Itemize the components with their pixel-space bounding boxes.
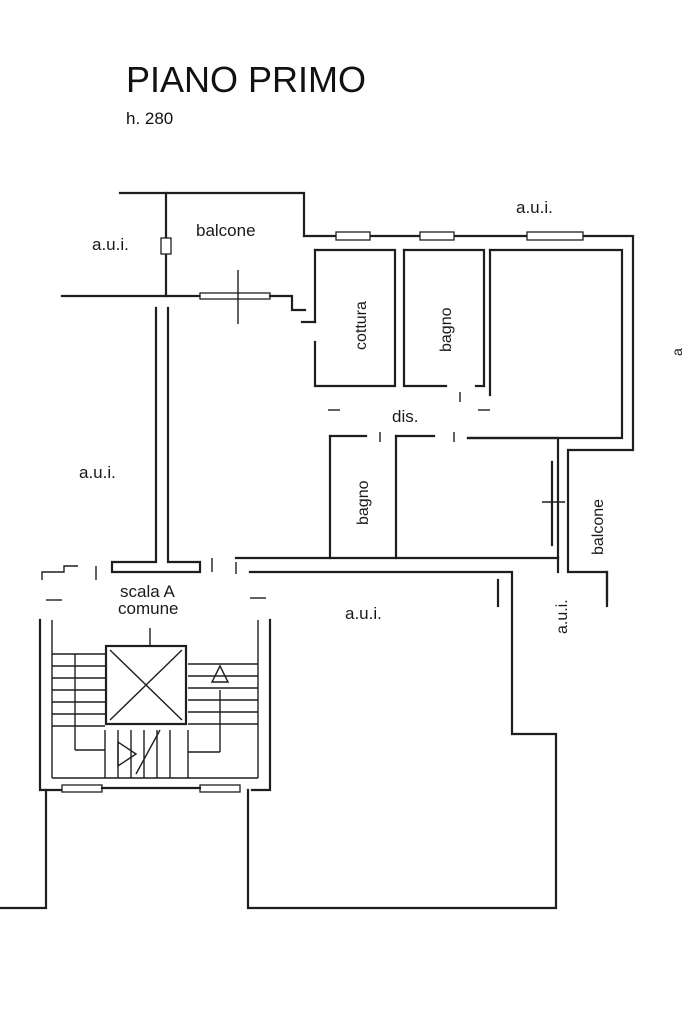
- label-aui-right-vertical: a.u.i.: [554, 599, 571, 634]
- label-aui-left: a.u.i.: [79, 463, 116, 482]
- label-aui-center: a.u.i.: [345, 604, 382, 623]
- label-dis: dis.: [392, 407, 418, 426]
- label-balcone-top: balcone: [196, 221, 256, 240]
- label-aui-top-right: a.u.i.: [516, 198, 553, 217]
- label-bagno-lower: bagno: [355, 480, 372, 525]
- plan-title: PIANO PRIMO: [126, 59, 366, 100]
- left-corridor: [41, 306, 266, 601]
- label-cottura: cottura: [353, 301, 370, 350]
- label-balcone-right: balcone: [590, 499, 607, 555]
- label-scala-line2: comune: [118, 599, 178, 618]
- label-edge-fragment: a: [669, 348, 683, 356]
- apartment-walls: [234, 231, 635, 610]
- staircase-a: [38, 618, 272, 793]
- label-scala-line1: scala A: [120, 582, 175, 601]
- label-aui-top-left: a.u.i.: [92, 235, 129, 254]
- balcony-top-block: [60, 191, 307, 324]
- label-bagno-upper: bagno: [438, 307, 455, 352]
- lower-outlines: [0, 570, 609, 910]
- height-note: h. 280: [126, 109, 173, 128]
